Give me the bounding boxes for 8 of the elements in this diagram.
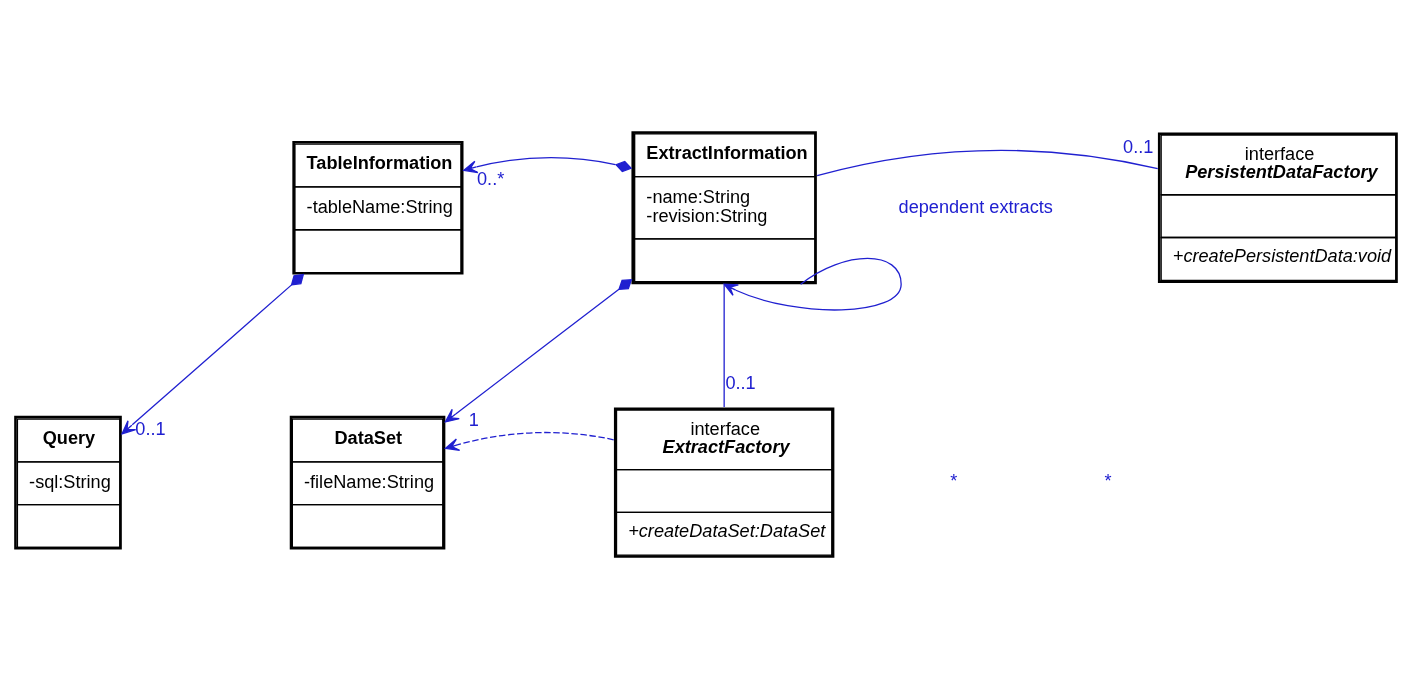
edge-label: 0..1 [725,372,756,393]
edge-label: 0..1 [135,418,166,439]
edge-label: 0..* [477,168,505,189]
edge-label: dependent extracts [898,195,1053,216]
label: * [950,470,958,491]
label: * [1104,470,1112,491]
edge-label: 1 [468,408,479,429]
edge-label: 0..1 [1123,136,1154,157]
